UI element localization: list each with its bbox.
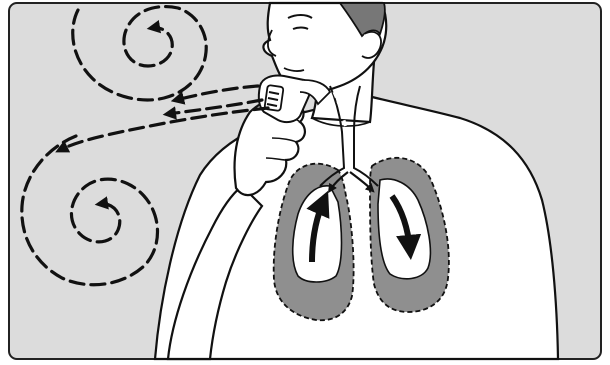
- illustration-canvas: [0, 0, 610, 365]
- inhaler-breathing-illustration: [0, 0, 610, 365]
